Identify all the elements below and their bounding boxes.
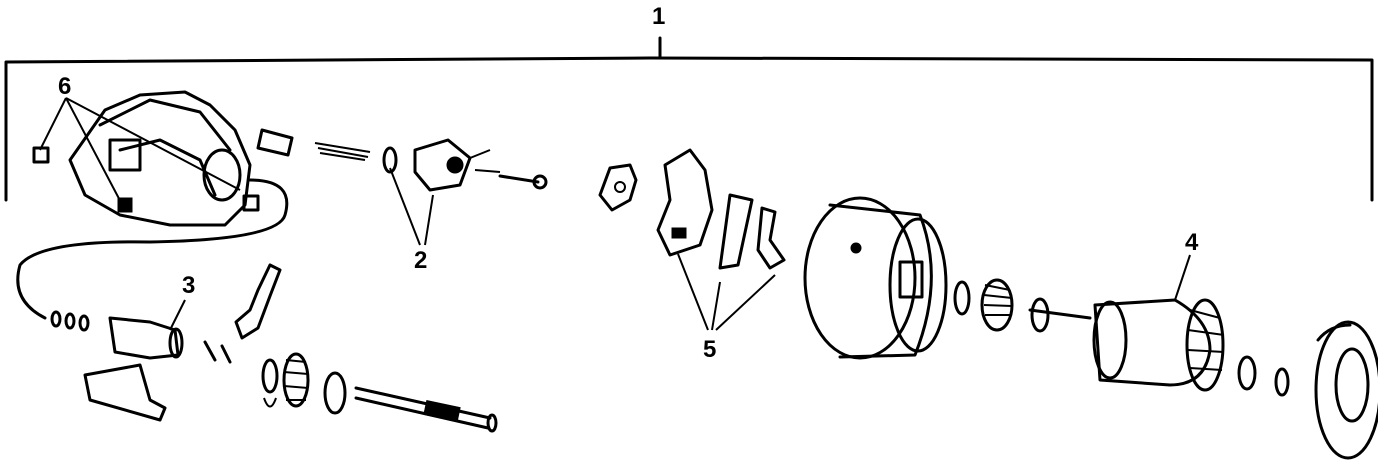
brush-holder-assembly (656, 148, 786, 270)
callout-5-label: 5 (703, 336, 716, 363)
end-washers (1237, 355, 1290, 397)
solenoid-plunger-group (256, 128, 548, 192)
callout-4-label: 4 (1185, 229, 1199, 256)
drive-end-plate (1314, 320, 1378, 460)
callout-2-label: 2 (414, 247, 427, 274)
cover-plate (83, 363, 167, 422)
solenoid (108, 316, 184, 360)
assembly-bracket (4, 36, 1374, 202)
lower-washers (50, 310, 90, 332)
callout-1-label: 1 (652, 3, 665, 30)
callout-3-label: 3 (182, 272, 195, 299)
drive-shaft (354, 386, 498, 433)
callout-6-label: 6 (58, 73, 71, 100)
armature (1028, 297, 1225, 392)
shift-fork (203, 263, 282, 364)
commutator-end-housing (16, 90, 289, 320)
field-frame (803, 196, 948, 360)
armature-washer (953, 280, 971, 316)
drive-gear (980, 278, 1014, 332)
drive-pinion (261, 352, 347, 415)
leader-lines (39, 97, 1191, 331)
retainer-clip (598, 163, 638, 212)
